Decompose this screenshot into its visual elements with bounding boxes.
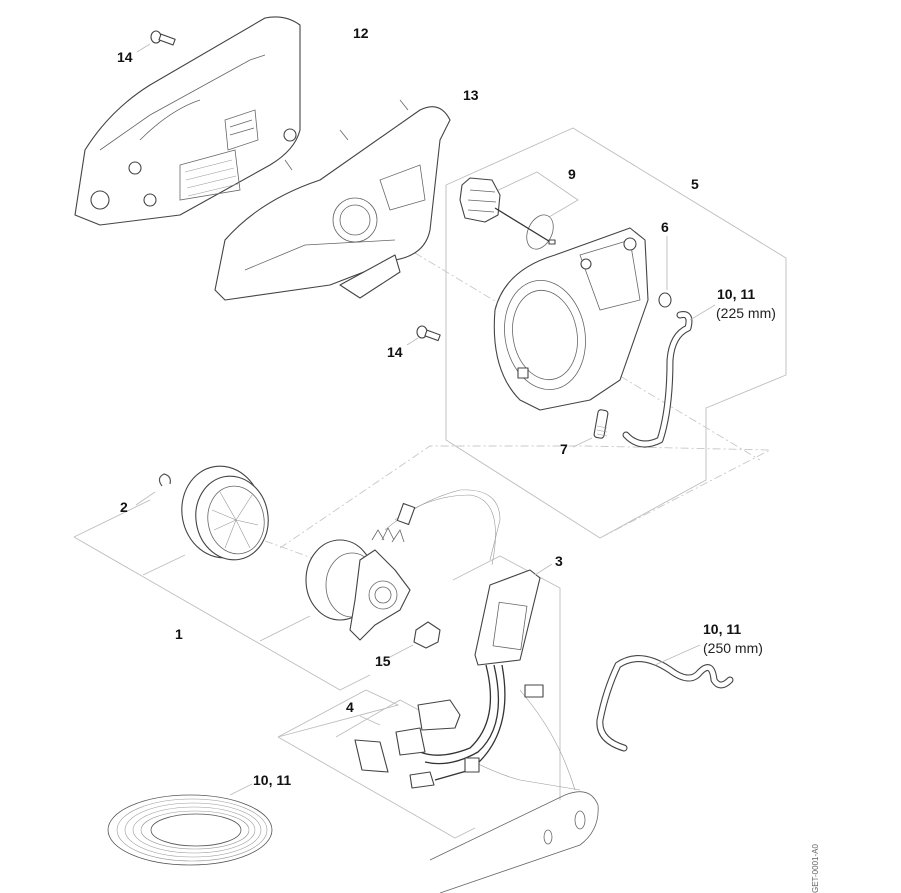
callout-6: 6: [661, 219, 669, 235]
callout-4: 4: [346, 699, 354, 715]
callout-10-11-b: 10, 11: [703, 621, 742, 637]
group-outline-5: [445, 127, 787, 539]
callout-7: 7: [560, 441, 568, 457]
group-outline-9: [491, 171, 579, 218]
callout-2: 2: [120, 499, 128, 515]
callout-14-mid: 14: [387, 344, 403, 360]
part-6-grommet: [658, 236, 672, 308]
callout-10-11-a-length: (225 mm): [716, 305, 776, 321]
part-14-screw-top: [136, 30, 176, 53]
part-12-housing-cover: [74, 16, 301, 226]
callout-14-top: 14: [117, 49, 133, 65]
callout-10-11-b-length: (250 mm): [703, 640, 763, 656]
part-2-circlip: [135, 473, 171, 506]
callout-10-11-a: 10, 11: [717, 286, 756, 302]
callout-9: 9: [568, 166, 576, 182]
callout-15: 15: [375, 653, 391, 669]
part-9-tank-cap: [459, 177, 556, 250]
part-4-switch-parts: [354, 699, 461, 789]
part-10-11-hose-225mm: [622, 304, 716, 448]
callout-13: 13: [463, 87, 479, 103]
part-3-electronic-module: [419, 563, 553, 781]
callout-3: 3: [555, 553, 563, 569]
part-13-housing: [214, 99, 451, 301]
part-7-filter: [572, 409, 609, 448]
part-10-11-coil: [107, 783, 273, 866]
part-10-11-hose-250mm: [596, 644, 734, 752]
part-15-knob: [389, 621, 441, 658]
part-1-motor: [305, 489, 501, 641]
group-outline-2-wire: [279, 445, 771, 549]
callout-5: 5: [691, 176, 699, 192]
part-1-fan-wheel: [181, 465, 269, 561]
callout-12: 12: [353, 25, 369, 41]
group-outline-1: [73, 499, 371, 691]
callout-1: 1: [175, 626, 183, 642]
handle-wire-harness: [429, 684, 599, 893]
part-5-engine-housing: [493, 227, 649, 411]
part-14-screw-mid: [406, 325, 441, 346]
drawing-code: GET-0001-A0: [811, 844, 820, 893]
callout-10-11-c: 10, 11: [253, 772, 292, 788]
